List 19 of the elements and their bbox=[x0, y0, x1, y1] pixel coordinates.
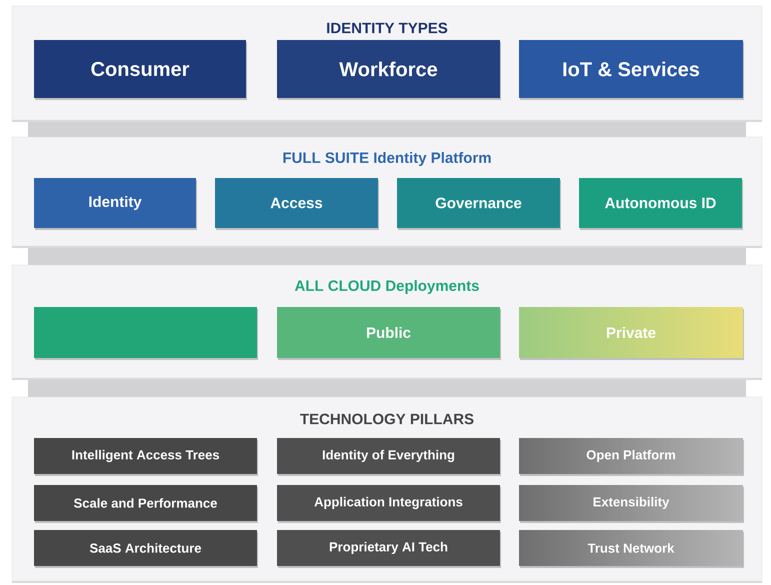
blank-box bbox=[34, 307, 258, 360]
category-box: Public bbox=[277, 307, 501, 360]
category-box: Autonomous ID bbox=[579, 178, 743, 230]
category-box: Open Platform bbox=[519, 438, 744, 476]
category-box: IoT & Services bbox=[519, 40, 744, 100]
category-box: Workforce bbox=[277, 40, 501, 100]
category-box: Extensibility bbox=[519, 485, 744, 523]
category-box: Identity of Everything bbox=[277, 438, 501, 476]
category-box: Identity bbox=[34, 178, 197, 230]
category-box: Proprietary AI Tech bbox=[277, 530, 501, 568]
category-box: Governance bbox=[397, 178, 561, 230]
category-box: Scale and Performance bbox=[34, 485, 258, 523]
category-box: Intelligent Access Trees bbox=[34, 438, 258, 476]
category-box: SaaS Architecture bbox=[34, 530, 258, 568]
category-box: Access bbox=[215, 178, 379, 230]
category-box: Private bbox=[519, 307, 744, 360]
category-box: Consumer bbox=[34, 40, 247, 100]
category-box: Trust Network bbox=[519, 530, 744, 568]
category-box: Application Integrations bbox=[277, 485, 501, 523]
